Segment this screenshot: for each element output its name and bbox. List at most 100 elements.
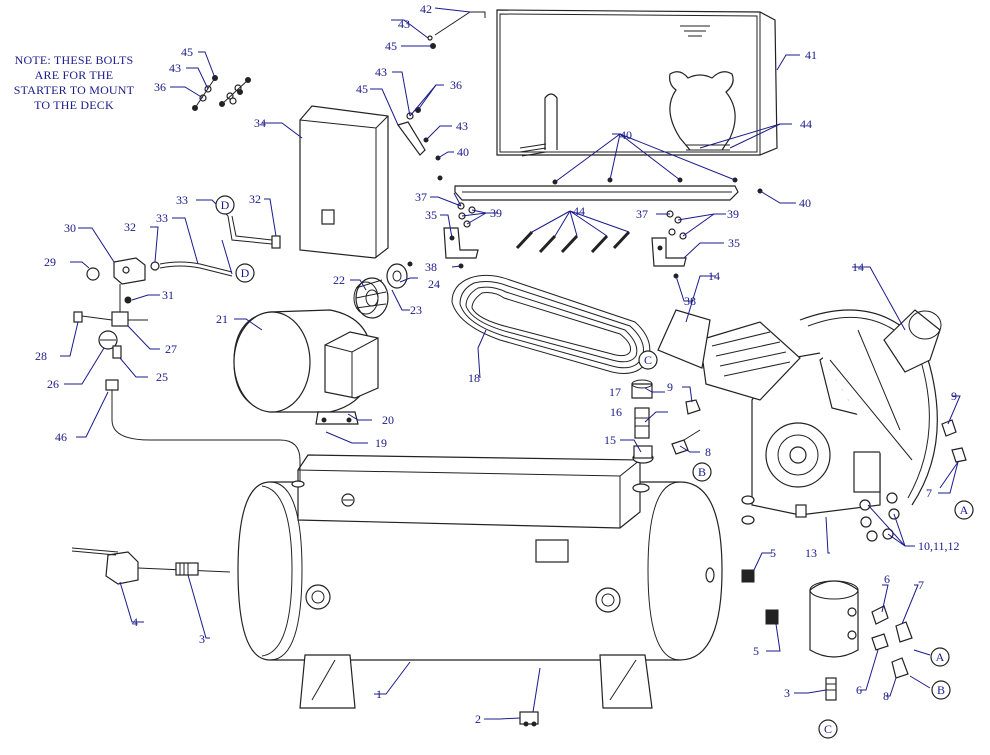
belt-guard <box>496 9 778 157</box>
guard-clips <box>515 230 631 254</box>
guard-support-rod <box>397 11 486 161</box>
callout-9b: 9 <box>951 389 957 403</box>
callout-34: 34 <box>254 116 266 130</box>
bolt-note-line: STARTER TO MOUNT <box>13 83 135 97</box>
motor-pulley <box>353 277 389 319</box>
connector-d-top: D <box>215 195 235 215</box>
callout-41: 41 <box>805 48 817 62</box>
fitting-8-9 <box>671 399 701 455</box>
callout-9: 9 <box>667 380 673 394</box>
check-valve-stack <box>631 379 654 464</box>
guard-bracket-left <box>443 227 479 259</box>
callout-40: 40 <box>620 128 632 142</box>
callout-36b: 36 <box>450 78 462 92</box>
callout-43b: 43 <box>169 61 181 75</box>
callout-22: 22 <box>333 273 345 287</box>
callout-23: 23 <box>410 303 422 317</box>
callout-2: 2 <box>475 712 481 726</box>
callout-36: 36 <box>154 80 166 94</box>
callout-42: 42 <box>420 2 432 16</box>
callout-19: 19 <box>375 436 387 450</box>
connector-b: B <box>937 683 945 697</box>
callout-30: 30 <box>64 221 76 235</box>
callout-43d: 43 <box>456 119 468 133</box>
connector-c: C <box>644 353 652 367</box>
callout-5: 5 <box>770 546 776 560</box>
starter-mount-bolts <box>192 75 251 111</box>
callout-10-11-12: 10,11,12 <box>918 539 960 553</box>
connector-b-tank: B <box>931 680 951 700</box>
pump-fittings-6-7-9 <box>941 419 967 463</box>
callout-21: 21 <box>216 312 228 326</box>
callout-35b: 35 <box>728 236 740 250</box>
ball-valve <box>71 547 231 585</box>
bolt-note-line: ARE FOR THE <box>34 68 114 82</box>
callout-45c: 45 <box>356 82 368 96</box>
set-screw <box>407 261 413 267</box>
connector-bubbles: A A B B C C D D <box>215 195 974 739</box>
callout-1: 1 <box>376 687 382 701</box>
callout-3b: 3 <box>784 686 790 700</box>
connector-c-top: C <box>638 350 658 370</box>
connector-d-right: D <box>235 263 255 283</box>
v-belts <box>451 274 651 374</box>
connector-b-pump: B <box>692 462 712 482</box>
d-tube <box>227 215 281 249</box>
callout-29: 29 <box>44 255 56 269</box>
bolt-note-line: NOTE: THESE BOLTS <box>14 53 134 67</box>
auxiliary-receiver <box>765 580 913 701</box>
callout-7: 7 <box>918 578 924 592</box>
callout-40b: 40 <box>457 145 469 159</box>
callout-8b: 8 <box>705 445 711 459</box>
callout-32b: 32 <box>249 192 261 206</box>
callout-33b: 33 <box>176 193 188 207</box>
callout-5b: 5 <box>753 644 759 658</box>
callout-44b: 44 <box>800 117 812 131</box>
manifold-cross <box>73 284 148 391</box>
callout-44: 44 <box>573 204 585 218</box>
callout-38: 38 <box>425 260 437 274</box>
connector-c: C <box>824 722 832 736</box>
callout-14b: 14 <box>708 269 720 283</box>
callout-25: 25 <box>156 370 168 384</box>
callout-17: 17 <box>609 385 621 399</box>
discharge-tube <box>111 390 301 482</box>
callout-7b: 7 <box>926 486 932 500</box>
pressure-switch <box>113 257 160 285</box>
bolt-note-line: TO THE DECK <box>34 98 114 112</box>
callout-35: 35 <box>425 208 437 222</box>
callout-15: 15 <box>604 433 616 447</box>
connector-a: A <box>936 650 945 664</box>
callout-6b: 6 <box>856 683 862 697</box>
connector-d: D <box>241 266 250 280</box>
compressor-pump <box>657 309 942 542</box>
callout-43: 43 <box>398 17 410 31</box>
callout-labels: 1 2 3 3 4 5 5 6 6 7 7 8 8 9 9 10,11,12 1… <box>35 2 960 726</box>
callout-38b: 38 <box>684 294 696 308</box>
callout-37: 37 <box>415 190 427 204</box>
callout-45b: 45 <box>385 39 397 53</box>
callout-24: 24 <box>428 277 440 291</box>
callout-4: 4 <box>132 615 138 629</box>
callout-6: 6 <box>884 572 890 586</box>
bolt-note: NOTE: THESE BOLTS ARE FOR THE STARTER TO… <box>4 53 144 113</box>
callout-13: 13 <box>805 546 817 560</box>
callout-43c: 43 <box>375 65 387 79</box>
unloader-tube <box>159 261 233 277</box>
drain-valve <box>519 711 539 727</box>
guard-bracket-right <box>651 237 687 267</box>
connector-a-pump: A <box>954 500 974 520</box>
callout-31: 31 <box>162 288 174 302</box>
callout-26: 26 <box>47 377 59 391</box>
guard-rail <box>437 175 763 201</box>
electric-motor <box>233 309 379 425</box>
callout-32: 32 <box>124 220 136 234</box>
connector-b: B <box>698 465 706 479</box>
connector-d: D <box>221 198 230 212</box>
callout-18: 18 <box>468 371 480 385</box>
pulley-bushing <box>386 263 408 289</box>
callout-3: 3 <box>199 632 205 646</box>
callout-39b: 39 <box>727 207 739 221</box>
callout-14: 14 <box>852 260 864 274</box>
